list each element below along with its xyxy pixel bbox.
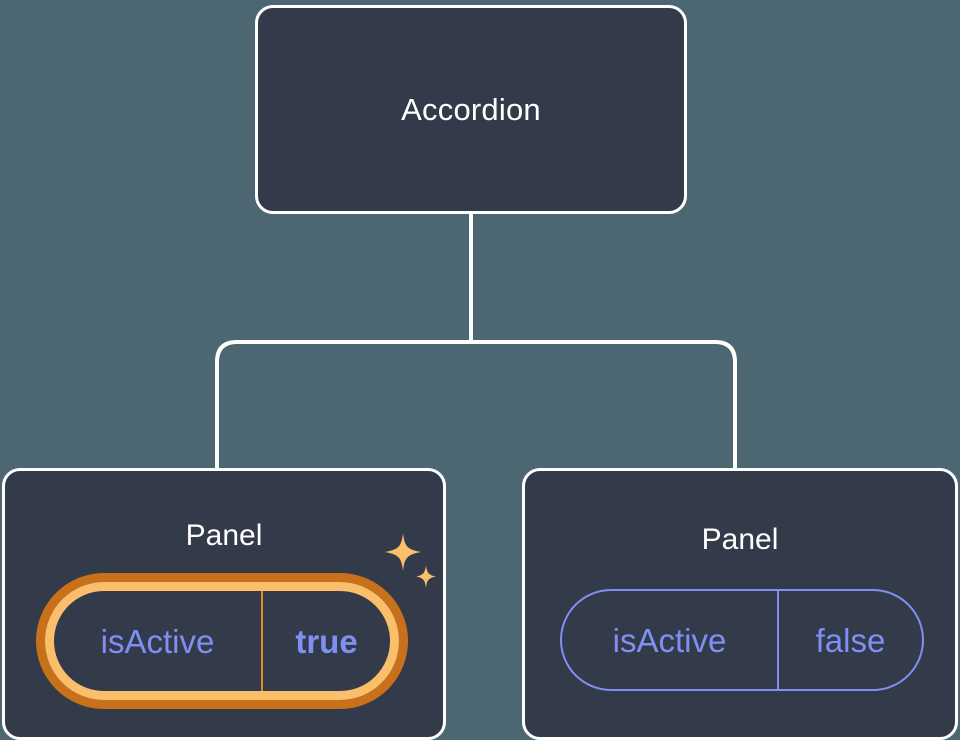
prop-value-true: true bbox=[261, 591, 390, 691]
prop-pill-glow-ring: isActive true bbox=[36, 573, 408, 709]
node-accordion-title: Accordion bbox=[401, 92, 541, 127]
node-panel-inactive-title: Panel bbox=[701, 523, 779, 556]
node-accordion[interactable]: Accordion bbox=[255, 5, 687, 214]
node-panel-active-title: Panel bbox=[185, 519, 263, 552]
prop-key-isactive: isActive bbox=[100, 622, 215, 660]
node-panel-inactive[interactable]: Panel isActive false bbox=[522, 468, 958, 740]
prop-key-isactive: isActive bbox=[612, 621, 727, 659]
prop-value-false: false bbox=[777, 591, 922, 689]
prop-pill-plain[interactable]: isActive false bbox=[560, 589, 924, 691]
connector-bus bbox=[215, 340, 737, 471]
node-panel-active[interactable]: Panel isActive true bbox=[2, 468, 446, 740]
prop-pill-outline: isActive false bbox=[560, 589, 924, 691]
prop-pill-inner: isActive true bbox=[45, 582, 399, 700]
prop-pill-highlighted[interactable]: isActive true bbox=[36, 573, 408, 709]
